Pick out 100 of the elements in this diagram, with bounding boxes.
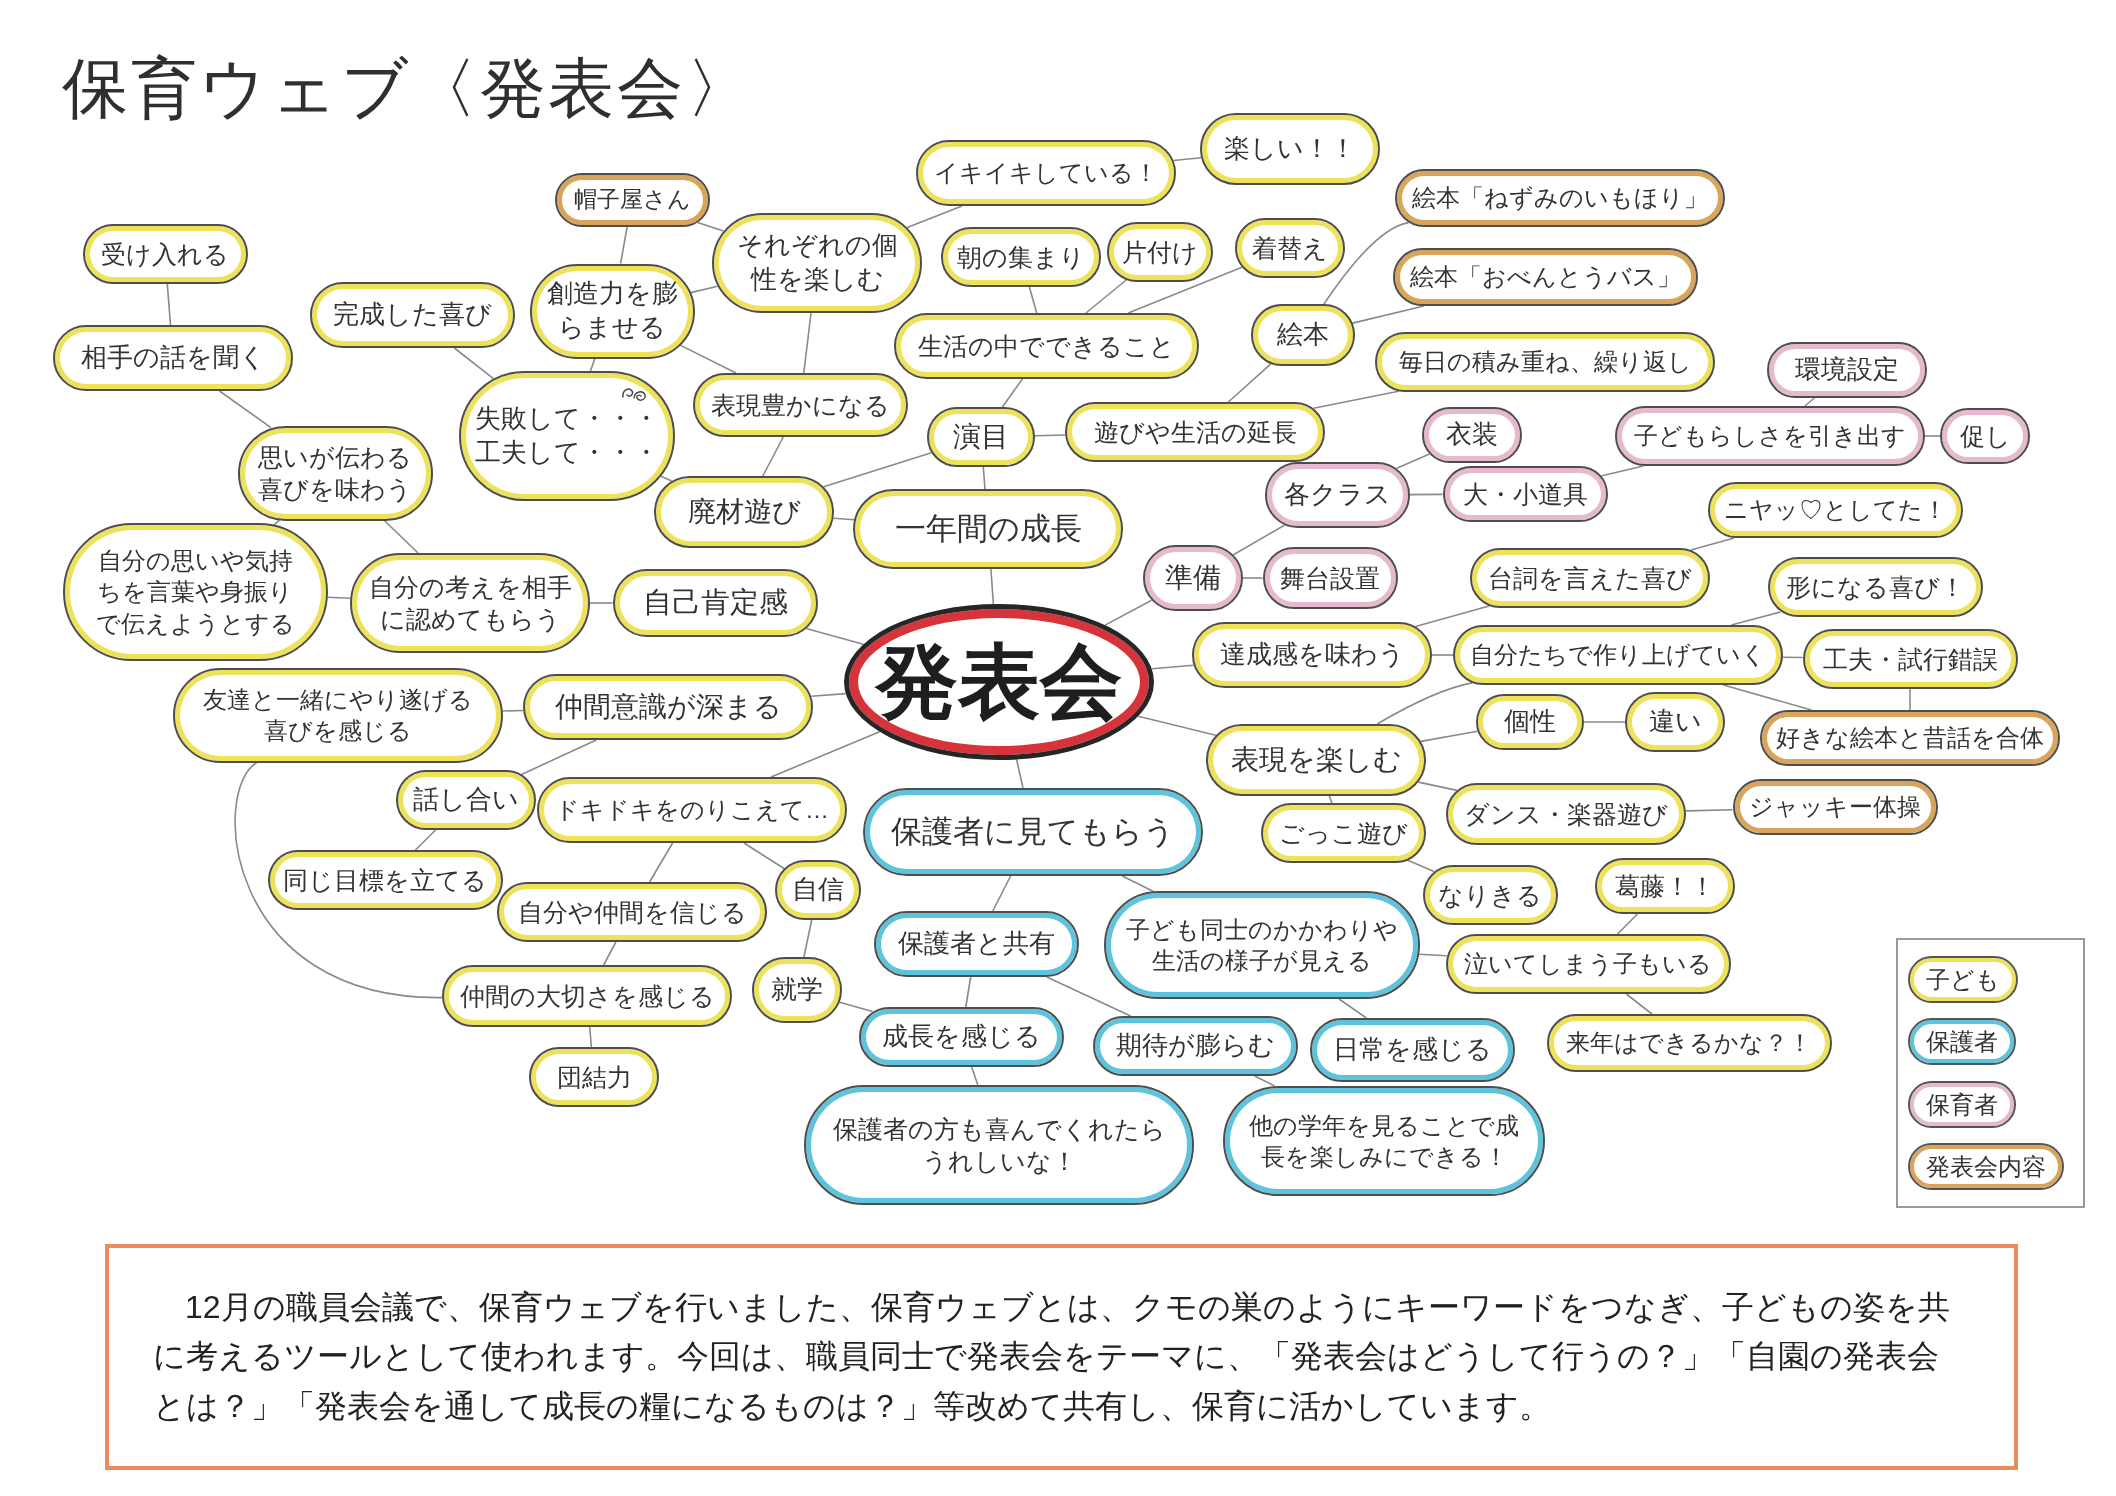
connector-line [1001,378,1024,408]
page-title: 保育ウェブ〈発表会〉 [62,50,755,127]
keyword-text: 好きな絵本と昔話を合体 [1776,723,2044,754]
connector-line [166,283,172,326]
connector-line [1685,808,1734,812]
caption-text: 12月の職員会議で、保育ウェブを行いました、保育ウェブとは、クモの巣のようにキーワードをつなぎ、子どもの姿を共に考えるツールとして使われます。今回は、職員同士で発表会をテーマに、「発表会はどうして行うの？」「自園の発表会とは？」「発表会を通して成長の糧になるものは？」等改めて共有し、保育に活かしています。 [153,1287,1951,1426]
keyword-text: 仲間意識が深まる [554,689,782,724]
keyword-text: 廃材遊び [687,494,801,529]
keyword-text: 演目 [953,419,1009,454]
keyword-text: 保護者に見てもらう [891,812,1175,851]
connector-line [453,347,495,380]
connector-line [992,875,1012,912]
keyword-text: 泣いてしまう子もいる [1464,949,1712,980]
keyword-text: 台詞を言えた喜び [1488,562,1692,594]
keyword-text: 話し合い [413,783,519,817]
keyword-text: 同じ目標を立てる [283,864,487,896]
keyword-text: 大・小道具 [1462,478,1588,510]
connector-line [803,312,812,374]
connector-line [805,627,865,646]
keyword-text: 工夫・試行錯誤 [1822,643,1998,675]
keyword-text: 遊びや生活の延長 [1093,416,1297,448]
connector-line [602,941,617,966]
keyword-text: 一年間の成長 [894,509,1082,548]
connector-line [589,602,614,604]
connector-line [1600,465,1645,477]
connector-line [1232,524,1286,556]
keyword-text: 仲間の大切さを感じる [459,980,715,1012]
legend-label: 子ども [1926,964,2000,995]
keyword-text: 朝の集まり [957,241,1085,273]
connector-line [619,226,628,265]
keyword-text: 絵本「おべんとうバス」 [1409,262,1681,293]
connector-line [1804,397,1816,407]
keyword-text: それぞれの個性を楽しむ [735,229,899,296]
keyword-text: 楽しい！！ [1224,132,1356,166]
keyword-text: ニヤッ♡としてた！ [1723,495,1947,526]
keyword-text: 団結力 [556,1061,632,1093]
keyword-text: 相手の話を聞く [80,341,266,375]
keyword-text: 受け入れる [101,238,229,270]
connector-line [1137,715,1217,737]
connector-line [1127,266,1243,314]
keyword-text: 思いが伝わる喜びを味わう [257,441,413,505]
keyword-text: 促し [1959,420,2011,452]
keyword-text: 発表会 [876,634,1122,729]
connector-line [1338,998,1368,1019]
keyword-text: ドキドキをのりこえて… [555,795,829,826]
keyword-text: 生活の中でできること [917,330,1175,362]
keyword-text: 自分の思いや気持ちを言葉や身振りで伝えようとする [94,546,296,639]
keyword-text: 各クラス [1283,478,1391,512]
connector-line [1351,305,1425,324]
connector-line [970,1066,979,1086]
connector-line [803,919,813,958]
connector-line [1909,688,1911,711]
connector-line [1028,286,1038,314]
connector-line [1253,1075,1276,1087]
keyword-text: 就学 [771,973,823,1007]
connector-line [1782,656,1804,659]
keyword-text: 環境設定 [1795,353,1899,387]
keyword-text: イキイキしている！ [934,158,1158,189]
connector-line [1616,913,1639,935]
keyword-text: 舞台設置 [1280,562,1380,594]
keyword-text: 失敗して・・・工夫して・・・ [474,402,660,469]
keyword-text: 来年はできるかな？！ [1566,1028,1812,1059]
keyword-text: 形になる喜び！ [1785,571,1965,603]
keyword-text: 絵本「ねずみのいもほり」 [1412,183,1708,214]
keyword-text: 子どもらしさを引き出す [1634,421,1906,452]
connector-line [588,1026,593,1048]
connector-line [1323,221,1410,305]
connector-line [838,1001,874,1013]
keyword-text: 表現豊かになる [710,389,890,421]
keyword-text: 自分たちで作り上げていく [1470,640,1766,671]
keyword-text: 自信 [792,873,844,907]
keyword-text: 片付け [1122,236,1198,268]
connector-line [679,344,737,374]
connector-line [502,709,524,712]
keyword-text: 着替え [1252,232,1328,264]
connector-line [383,519,419,554]
connector-line [1417,781,1458,792]
keyword-text: 自分の考えを相手に認めてもらう [367,571,573,635]
keyword-text: ごっこ遊び [1278,817,1408,849]
keyword-text: 絵本 [1277,318,1329,352]
keyword-text: 成長を感じる [881,1020,1041,1054]
connector-line [414,829,437,851]
keyword-text: 葛藤！！ [1615,870,1715,902]
connector-line [762,436,785,477]
connector-line [326,596,351,599]
connector-line [1924,435,1941,437]
connector-line [234,761,443,999]
connector-line [1431,654,1454,656]
legend-label: 発表会内容 [1926,1152,2046,1183]
keyword-text: 衣装 [1446,418,1498,452]
keyword-text: 達成感を味わう [1219,638,1405,672]
connector-line [1730,611,1782,626]
connector-line [1104,599,1153,626]
legend-label: 保護者 [1926,1027,1998,1058]
keyword-text: 子ども同士のかかわりや生活の様子が見える [1125,914,1399,976]
connector-line [1172,156,1202,162]
connector-line [1328,795,1333,804]
connector-line [1583,721,1626,723]
connector-line [1625,993,1653,1015]
connector-line [696,221,725,232]
